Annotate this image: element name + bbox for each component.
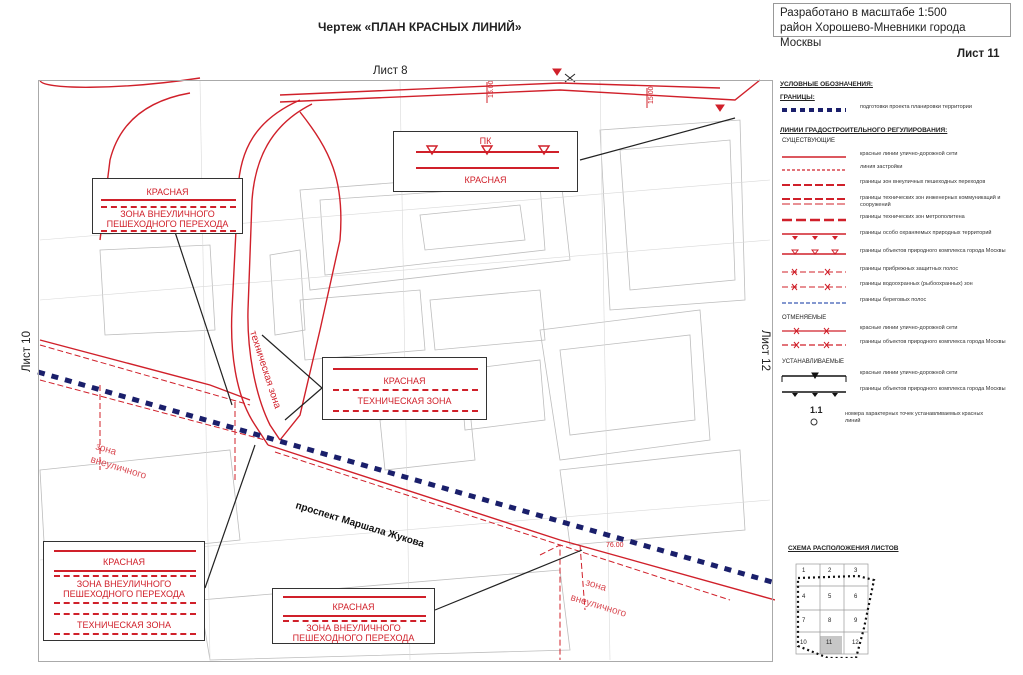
callout-bottom-left: КРАСНАЯ ЗОНА ВНЕУЛИЧНОГО ПЕШЕХОДНОГО ПЕР… (43, 541, 205, 641)
legend-row-existing-6: границы объектов природного комплекса го… (780, 248, 1015, 261)
legend-row-existing-1: линия застройки (782, 164, 903, 171)
scheme-cell-1: 1 (802, 568, 806, 574)
dim-a: 15.00 (488, 80, 495, 98)
callout-bottom-mid-label2: ЗОНА ВНЕУЛИЧНОГО (306, 623, 401, 633)
callout-bottom-left-label4: ТЕХНИЧЕСКАЯ ЗОНА (76, 620, 172, 630)
legend-point-text: номера характерных точек устанавливаемых… (845, 411, 984, 424)
callout-pk-label: КРАСНАЯ (464, 175, 507, 185)
scheme-cell-7: 7 (802, 618, 806, 624)
callout-left-top-label1: КРАСНАЯ (146, 187, 189, 197)
district-line: район Хорошево-Мневники города Москвы (780, 22, 966, 49)
legend-point-num: 1.1 (810, 405, 823, 415)
callout-leaders (174, 117, 736, 611)
drawing-title: Чертеж «ПЛАН КРАСНЫХ ЛИНИЙ» (318, 20, 522, 34)
red-lines (39, 77, 775, 601)
callout-bottom-mid: КРАСНАЯ ЗОНА ВНЕУЛИЧНОГО ПЕШЕХОДНОГО ПЕР… (272, 588, 435, 644)
dim-c: 76.00 (606, 542, 624, 549)
scheme-cell-12: 12 (852, 640, 859, 646)
callout-pk-symbol (416, 145, 559, 169)
callout-pk-tag: ПК (479, 136, 492, 146)
callout-mid-right-label2: ТЕХНИЧЕСКАЯ ЗОНА (357, 396, 452, 406)
planning-boundary (37, 369, 773, 585)
legend-sub-cancelled: ОТМЕНЯЕМЫЕ (782, 315, 827, 321)
scale-info-box: Разработано в масштабе 1:500 район Хорош… (773, 3, 1011, 49)
legend-row-bounds: подготовки проекта планировки территории (780, 104, 1015, 117)
callout-mid-right-label1: КРАСНАЯ (383, 376, 426, 386)
scheme-cell-5: 5 (828, 594, 832, 600)
scheme-cell-10: 10 (800, 640, 807, 646)
callout-left-top-label3: ПЕШЕХОДНОГО ПЕРЕХОДА (106, 219, 229, 229)
legend-panel: УСЛОВНЫЕ ОБОЗНАЧЕНИЯ: ГРАНИЦЫ: подготовк… (780, 75, 1015, 535)
scheme-cell-3: 3 (854, 568, 858, 574)
legend-row-existing-3: границы технических зон инженерных комму… (782, 195, 1001, 208)
legend-symbol (782, 108, 846, 112)
sheet-label-right: Лист 12 (759, 330, 771, 371)
legend-row-cancelled-1: границы объектов природного комплекса го… (780, 339, 1015, 352)
legend-row-new-0: красные линии улично-дорожной сети (780, 370, 1015, 383)
callout-bottom-mid-label3: ПЕШЕХОДНОГО ПЕРЕХОДА (292, 633, 415, 643)
legend-row-new-1: границы объектов природного комплекса го… (780, 386, 1015, 399)
callout-bottom-mid-label1: КРАСНАЯ (332, 602, 375, 612)
sheet-label-left: Лист 10 (21, 331, 33, 372)
legend-sub-new: УСТАНАВЛИВАЕМЫЕ (782, 359, 845, 365)
legend-sub-existing: СУЩЕСТВУЮЩИЕ (782, 138, 835, 144)
scheme-grid: 1 2 3 4 5 6 7 8 9 10 11 12 (795, 563, 876, 658)
callout-left-top: КРАСНАЯ ЗОНА ВНЕУЛИЧНОГО ПЕШЕХОДНОГО ПЕР… (92, 178, 243, 234)
legend-group-bounds: ГРАНИЦЫ: (780, 94, 815, 101)
sheet-label-top: Лист 8 (373, 65, 408, 77)
scheme-cell-4: 4 (802, 594, 806, 600)
legend-row-existing-9: границы береговых полос (782, 297, 927, 304)
legend-title: УСЛОВНЫЕ ОБОЗНАЧЕНИЯ: (780, 81, 873, 88)
callout-left-top-label2: ЗОНА ВНЕУЛИЧНОГО (120, 209, 215, 219)
scale-line: Разработано в масштабе 1:500 (780, 7, 947, 19)
legend-group-lines: ЛИНИИ ГРАДОСТРОИТЕЛЬНОГО РЕГУЛИРОВАНИЯ: (780, 127, 948, 134)
scheme-title: СХЕМА РАСПОЛОЖЕНИЯ ЛИСТОВ (788, 545, 899, 552)
sheet-number: Лист 11 (957, 48, 1000, 60)
legend-row-cancelled-0: красные линии улично-дорожной сети (780, 325, 1015, 338)
scheme-cell-11: 11 (826, 640, 833, 646)
legend-row-existing-0: красные линии улично-дорожной сети (782, 151, 958, 158)
scheme-cell-6: 6 (854, 594, 858, 600)
callout-pk: ПК КРАСНАЯ (393, 131, 578, 192)
zone-dashed-lines (39, 344, 731, 660)
scheme-cell-8: 8 (828, 618, 832, 624)
callout-mid-right: КРАСНАЯ ТЕХНИЧЕСКАЯ ЗОНА (322, 357, 487, 420)
legend-point-circle (810, 418, 818, 426)
dim-b: 15.00 (648, 86, 655, 104)
legend-row-existing-7: границы прибрежных защитных полос (780, 266, 1015, 279)
legend-row-existing-4: границы технических зон метрополитена (782, 214, 965, 222)
callout-bottom-left-label3: ПЕШЕХОДНОГО ПЕРЕХОДА (63, 589, 185, 599)
callout-bottom-left-label1: КРАСНАЯ (103, 557, 145, 567)
legend-row-existing-2: границы зон внеуличных пешеходных перехо… (782, 179, 986, 186)
legend-row-existing-8: границы водоохранных (рыбоохранных) зон (780, 281, 1015, 294)
scheme-cell-9: 9 (854, 618, 858, 624)
scheme-cell-2: 2 (828, 568, 832, 574)
callout-bottom-left-label2: ЗОНА ВНЕУЛИЧНОГО (76, 579, 172, 589)
map-frame (38, 80, 773, 662)
sheet-layout-scheme: СХЕМА РАСПОЛОЖЕНИЯ ЛИСТОВ 1 2 3 4 5 6 7 … (788, 545, 899, 658)
legend-row-existing-5: границы особо охраняемых природных терри… (780, 230, 1015, 243)
